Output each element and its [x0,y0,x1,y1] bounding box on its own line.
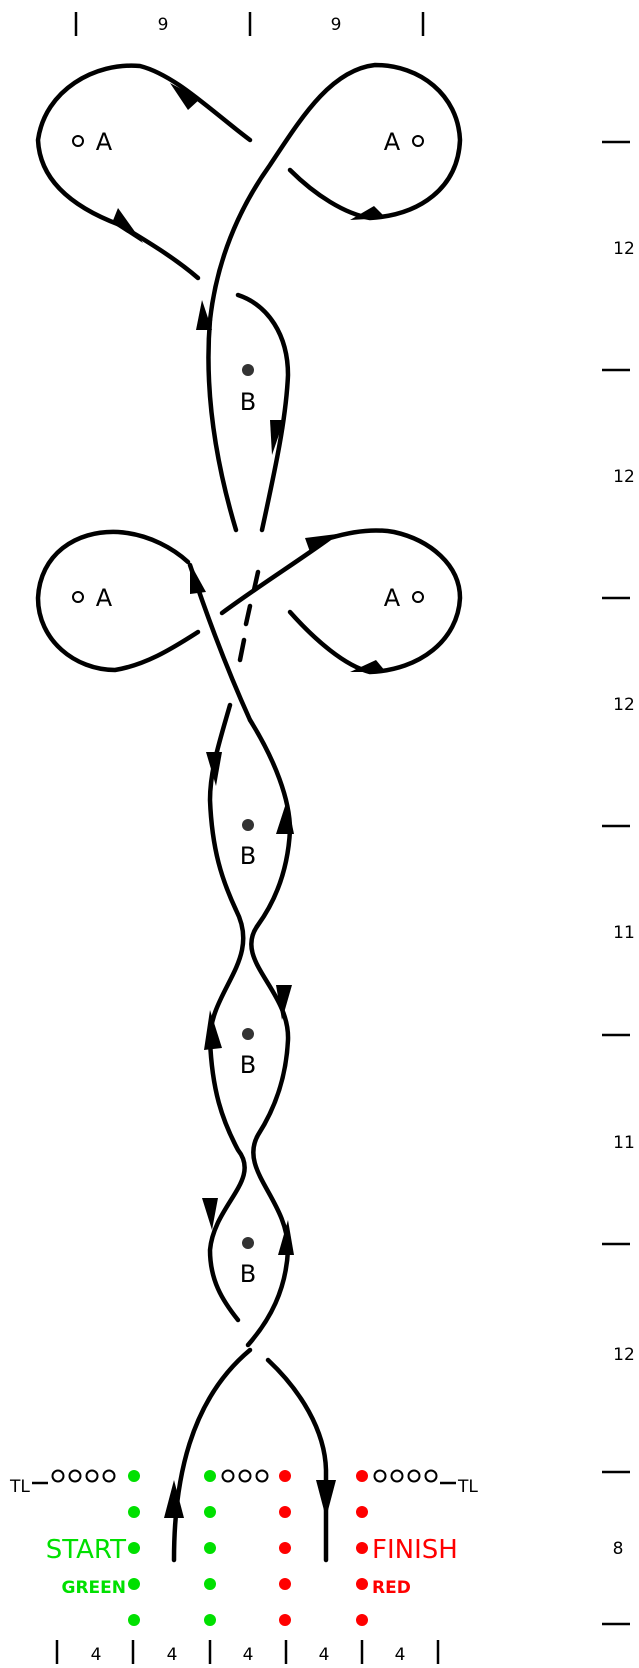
track-start-leg [171,1347,253,1563]
marker-a-label: A [96,584,113,612]
bottom-dimension-5: 4 [395,1645,406,1665]
arrow-serp-1-up [276,800,294,834]
bottom-dimension-2: 4 [167,1645,178,1665]
track-mid-crossing [237,569,261,663]
marker-b-label: B [240,388,256,416]
marker-b-3: B [240,1028,256,1079]
right-dimension-4: 11 [613,923,635,943]
direction-arrows [112,83,386,1518]
green-dots-column-1 [128,1470,140,1626]
arrow-top-right [350,206,386,220]
finish-label: FINISH [372,1535,458,1565]
top-dimension-2: 9 [331,15,342,35]
arrow-serp-2-down [276,985,292,1020]
timing-line-left-label: TL [9,1477,30,1497]
marker-b-1: B [240,364,256,416]
timing-line-left: TL [9,1469,116,1497]
timing-line-right-label: TL [457,1477,478,1497]
marker-b-label: B [240,842,256,870]
arrow-top-left-lower [112,208,143,243]
bottom-dimension-4: 4 [319,1645,330,1665]
arrow-serp-2-up [204,1010,222,1050]
arrow-first-b-up [196,300,212,330]
right-dimension-2: 12 [613,467,635,487]
marker-a-top-right: A [384,128,424,156]
arrow-serp-3-up [278,1220,294,1255]
green-label: GREEN [62,1578,127,1598]
arrow-first-b-down [270,420,284,455]
right-dimension-7: 8 [613,1539,624,1559]
bottom-dimension-bar: 4 4 4 4 4 [55,1640,440,1665]
right-dimension-bar: 12 12 12 11 11 12 8 [602,140,635,1626]
track-serpentine-left [207,702,247,1323]
track-mid-right-loop [219,528,463,675]
arrow-mid-left-upper [190,563,206,594]
marker-a-label: A [384,584,401,612]
arrow-finish-down [316,1480,336,1518]
track-first-b-right [235,292,291,533]
right-dimension-3: 12 [613,695,635,715]
right-dimension-1: 12 [613,239,635,259]
marker-a-label: A [384,128,401,156]
top-dimension-bar: 9 9 [74,12,425,36]
right-dimension-6: 12 [613,1345,635,1365]
marker-b-label: B [240,1260,256,1288]
marker-a-label: A [96,128,113,156]
timing-line-center [221,1469,269,1483]
timing-line-right: TL [373,1469,478,1497]
track-top-right-loop [207,62,463,323]
course-track [35,62,463,1563]
red-dots-column-2 [356,1470,368,1626]
marker-b-4: B [240,1237,256,1288]
marker-a-mid-right: A [384,584,424,612]
marker-a-top-left: A [72,128,113,156]
marker-b-2: B [240,819,256,870]
track-first-b-left [206,317,239,533]
track-finish-leg [265,1357,329,1563]
arrow-serp-1-down [206,752,222,786]
arrow-mid-right-upper [305,534,337,552]
arrow-top-left-upper [170,83,200,110]
arrow-mid-right-lower [350,660,386,672]
marker-b-label: B [240,1051,256,1079]
red-dots-column-1 [279,1470,291,1626]
bottom-dimension-3: 4 [243,1645,254,1665]
arrow-serp-3-down [202,1198,218,1230]
bottom-dimension-1: 4 [91,1645,102,1665]
top-dimension-1: 9 [158,15,169,35]
right-dimension-5: 11 [613,1133,635,1153]
track-top-left-loop [35,63,253,281]
start-label: START [46,1535,126,1565]
red-label: RED [372,1578,411,1598]
marker-a-mid-left: A [72,584,113,612]
arrow-start-up [164,1480,184,1518]
green-dots-column-2 [204,1470,216,1626]
track-mid-left-loop [35,529,201,673]
